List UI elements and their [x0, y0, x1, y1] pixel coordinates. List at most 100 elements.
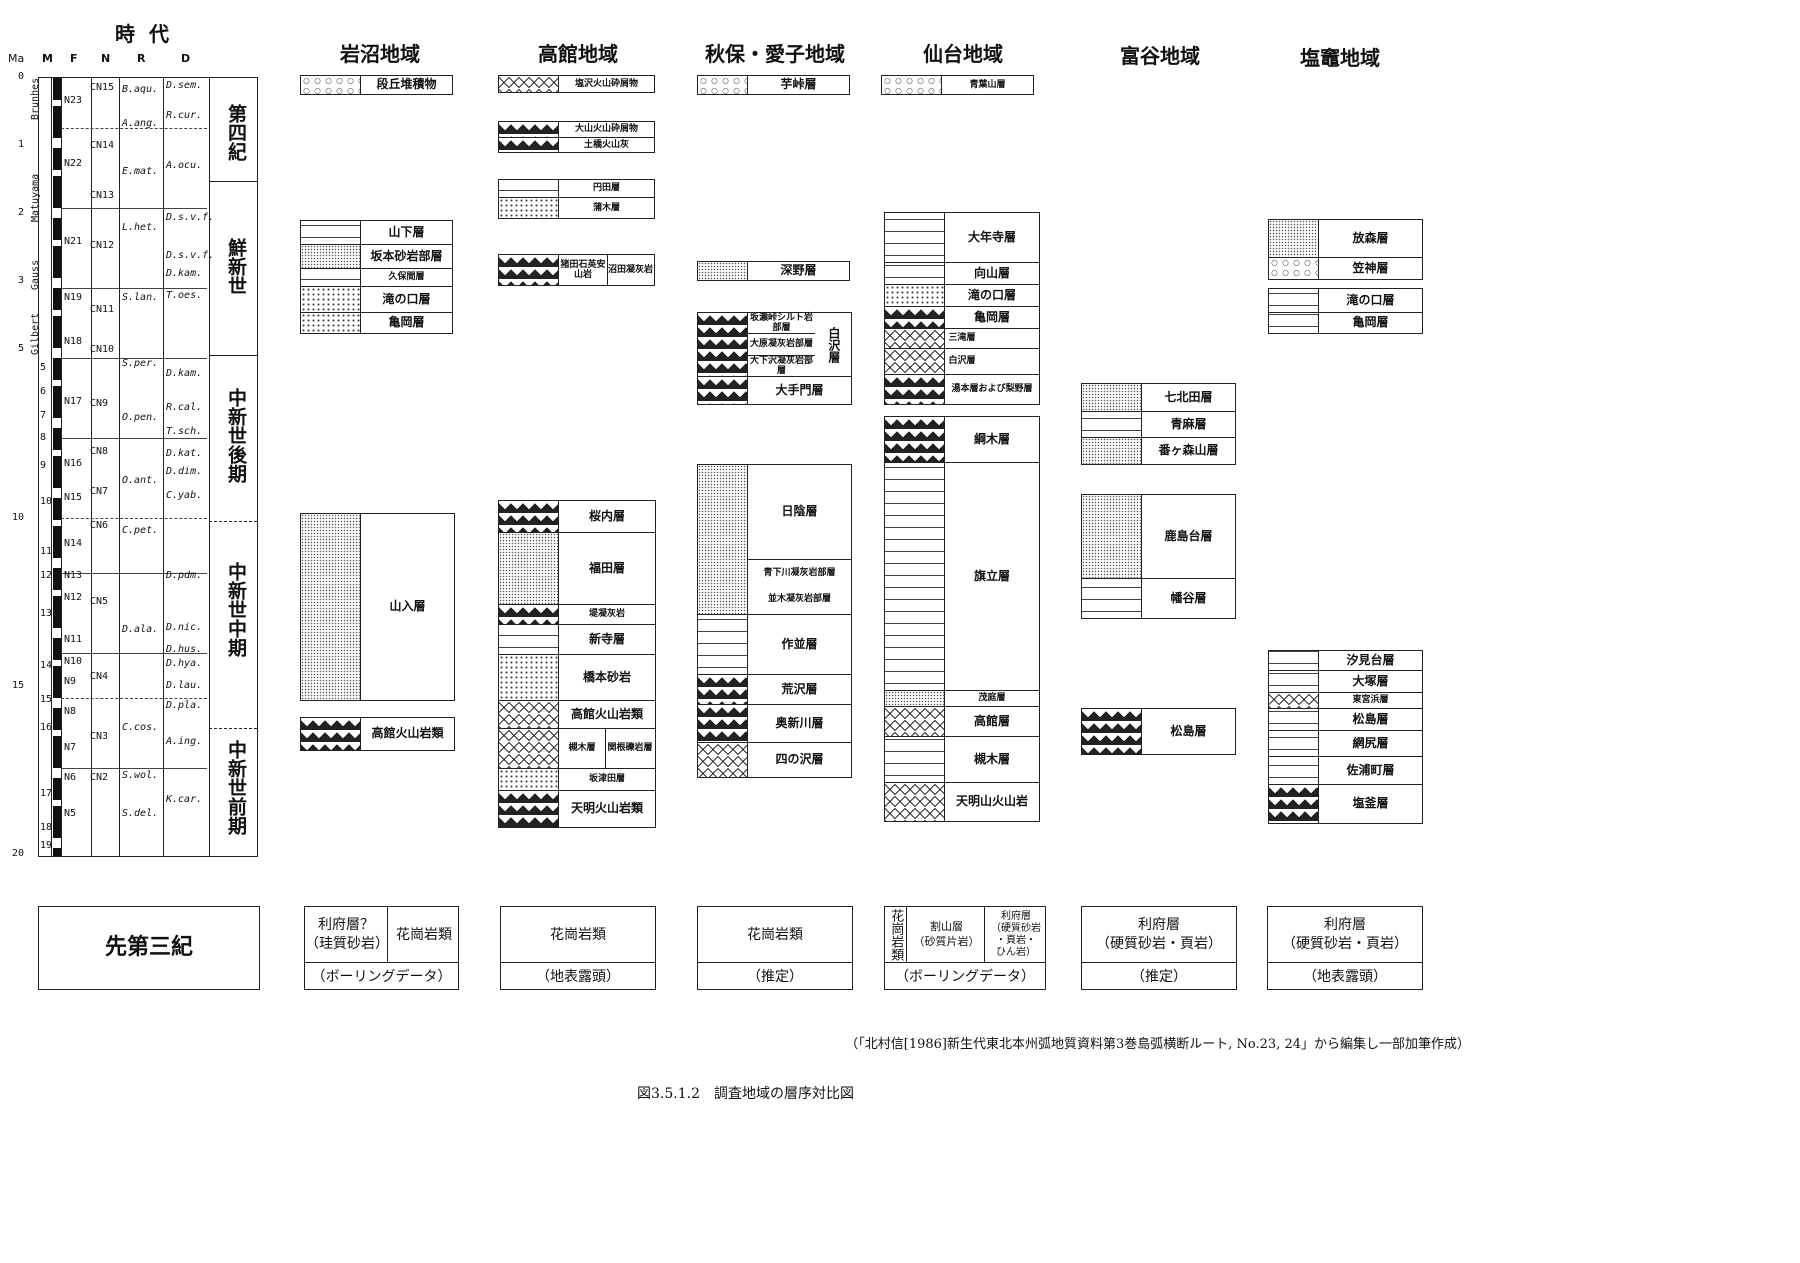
sendai-col-2: 大年寺層 向山層 滝の口層 亀岡層 三滝層 白沢層 湯本層および梨野層: [884, 212, 1040, 405]
unit-label: 段丘堆積物: [376, 77, 437, 92]
region-title-akiu: 秋保・愛子地域: [705, 42, 845, 66]
unit-label: 並木凝灰岩部層: [767, 593, 831, 604]
iwanuma-col-4: 高館火山岩類: [300, 717, 455, 751]
shiogama-col-3: 汐見台層 大塚層 東宮浜層 松島層 網尻層 佐浦町層 塩釜層: [1268, 650, 1423, 824]
basement-source: （ボーリングデータ）: [305, 962, 458, 989]
iwanuma-col-1: 段丘堆積物: [300, 75, 453, 95]
unit-label: 日陰層: [781, 504, 818, 519]
nums-label: 19: [40, 840, 53, 851]
nanno-label: CN4: [90, 671, 109, 682]
rad-label: E.mat.: [122, 166, 159, 177]
unit-label: 湯本層および梨野層: [951, 384, 1033, 395]
foram-label: N10: [64, 656, 83, 667]
header-f: F: [70, 52, 78, 65]
sendai-col-3: 綱木層 旗立層 茂庭層 高館層 槻木層 天明山火山岩: [884, 416, 1040, 822]
nanno-label: CN15: [90, 82, 115, 93]
header-d: D: [181, 52, 191, 65]
unit-label: 山下層: [388, 224, 425, 239]
diatom-label: A.ocu.: [166, 160, 203, 171]
nanno-label: CN11: [90, 304, 115, 315]
ma-tick-20: 20: [12, 848, 25, 859]
akiu-col-4: 日陰層 青下川凝灰岩部層 並木凝灰岩部層 作並層 荒沢層 奥新川層 四の沢層: [697, 464, 852, 778]
nums-label: 13: [40, 608, 53, 619]
citation: （「北村信[1986]新生代東北本州弧地質資料第3巻島弧横断ルート, No.23…: [845, 1037, 1470, 1052]
unit-label: 蒲木層: [592, 202, 620, 213]
unit-label: 沼田凝灰岩: [607, 264, 653, 275]
unit-label: 青麻層: [1170, 416, 1207, 431]
nums-label: 7: [40, 410, 47, 421]
nums-label: 8: [40, 432, 47, 443]
diatom-label: D.s.v.f.: [166, 250, 215, 261]
basement-source: （推定）: [1082, 962, 1236, 989]
foram-label: N12: [64, 592, 83, 603]
takadate-col-1: 塩沢火山砕屑物: [498, 75, 655, 93]
unit-label: 久保間層: [388, 272, 425, 283]
akiu-col-2: 深野層: [697, 261, 850, 281]
unit-label: 塩沢火山砕屑物: [574, 78, 638, 89]
rad-label: S.del.: [122, 808, 159, 819]
unit-label: 大原凝灰岩部層: [748, 333, 815, 356]
diatom-label: R.cur.: [166, 110, 203, 121]
akiu-col-3: 坂瀬峠シルト岩部層 大原凝灰岩部層 大下沢凝灰岩部層 白沢層 大手門層: [697, 312, 852, 405]
diatom-label: R.cal.: [166, 402, 203, 413]
takadate-col-3: 円田層 蒲木層: [498, 179, 655, 219]
unit-label: 天明火山岩類: [570, 801, 643, 816]
unit-label: 作並層: [781, 636, 818, 651]
unit-label: 大山火山砕屑物: [574, 124, 638, 135]
unit-label: 堤凝灰岩: [588, 609, 625, 620]
unit-label: 山入層: [389, 599, 426, 614]
mag-gilbert: Gilbert: [30, 312, 41, 355]
nums-label: 14: [40, 660, 53, 671]
unit-label: 鹿島台層: [1164, 528, 1213, 543]
nanno-label: CN5: [90, 596, 109, 607]
unit-label: 綱木層: [973, 431, 1010, 446]
foram-label: N18: [64, 336, 83, 347]
basement-iwanuma: 利府層？ （珪質砂岩） 花崗岩類 （ボーリングデータ）: [304, 906, 459, 990]
rad-label: C.cos.: [122, 722, 159, 733]
diatom-label: C.yab.: [166, 490, 203, 501]
unit-label: 旗立層: [973, 568, 1010, 583]
nanno-label: CN2: [90, 772, 109, 783]
unit-label: 滝の口層: [967, 287, 1016, 302]
unit-label: 高館火山岩類: [570, 706, 643, 721]
rad-label: C.pet.: [122, 525, 159, 536]
unit-label: 四の沢層: [775, 752, 824, 767]
unit-label: 網尻層: [1352, 735, 1389, 750]
akiu-col-1: 芋峠層: [697, 75, 850, 95]
ma-tick-15: 15: [12, 680, 25, 691]
unit-label: 円田層: [592, 183, 620, 194]
unit-label: 番ヶ森山層: [1158, 443, 1219, 458]
figure-caption: 図3.5.1.2 調査地域の層序対比図: [637, 1086, 854, 1102]
era-early-miocene: 中新世前期: [225, 740, 247, 835]
unit-label: 七北田層: [1164, 389, 1213, 404]
unit-label: 高館火山岩類: [371, 726, 444, 741]
ma-tick-2: 2: [18, 207, 25, 218]
nums-label: 6: [40, 386, 47, 397]
unit-label: 滝の口層: [1346, 292, 1395, 307]
nanno-label: CN10: [90, 344, 115, 355]
header-n: N: [101, 52, 111, 65]
basement-b: 割山層 （砂質片岩）: [909, 907, 985, 963]
unit-label: 笠神層: [1352, 260, 1389, 275]
polarity-bar: [53, 78, 61, 856]
diatom-label: T.sch.: [166, 426, 203, 437]
pre-tertiary-label: 先第三紀: [104, 935, 193, 961]
rad-label: O.pen.: [122, 412, 159, 423]
unit-label: 奥新川層: [775, 715, 824, 730]
ma-tick-10: 10: [12, 512, 25, 523]
unit-label: 亀岡層: [1352, 315, 1389, 330]
unit-label: 亀岡層: [388, 315, 425, 330]
unit-label: 土橋火山灰: [583, 139, 629, 150]
time-scale-table: [38, 77, 258, 857]
sendai-col-1: 青葉山層: [881, 75, 1034, 95]
diatom-label: A.ing.: [166, 736, 203, 747]
basement-right: 花崗岩類: [396, 926, 452, 943]
foram-label: N17: [64, 396, 83, 407]
nanno-label: CN7: [90, 486, 109, 497]
tomiya-col-3: 松島層: [1081, 708, 1236, 755]
foram-label: N22: [64, 158, 83, 169]
diatom-label: D.sem.: [166, 80, 203, 91]
foram-label: N15: [64, 492, 83, 503]
foram-label: N7: [64, 742, 77, 753]
basement-main: 利府層 （硬質砂岩・頁岩）: [1282, 917, 1408, 952]
